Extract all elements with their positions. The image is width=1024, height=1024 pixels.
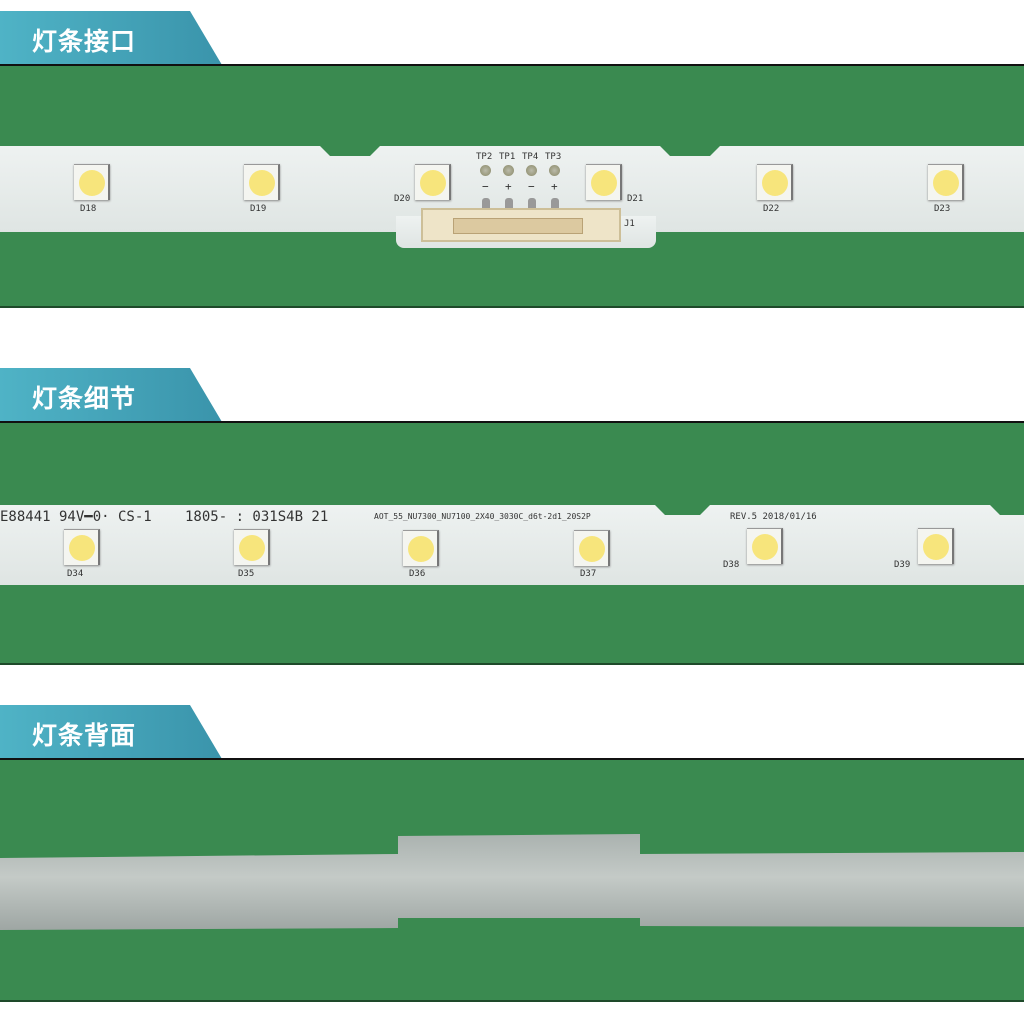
test-point-label: TP4 — [522, 152, 539, 162]
led — [928, 164, 964, 200]
led — [415, 164, 451, 200]
connector-pin — [482, 198, 490, 211]
test-point-label: TP2 — [476, 152, 493, 162]
polarity-mark: + — [505, 180, 512, 193]
test-pad — [480, 165, 491, 176]
led-label: D39 — [894, 560, 911, 570]
led-label: D18 — [80, 204, 97, 214]
connector-pin — [528, 198, 536, 211]
led — [918, 528, 954, 564]
led-label: D19 — [250, 204, 267, 214]
test-point-label: TP1 — [499, 152, 516, 162]
led-label: D37 — [580, 569, 597, 579]
polarity-mark: − — [528, 180, 535, 193]
connector-housing — [421, 208, 621, 242]
test-pad — [526, 165, 537, 176]
led — [234, 529, 270, 565]
led-label: D21 — [627, 194, 644, 204]
led-label: D22 — [763, 204, 780, 214]
led — [574, 530, 610, 566]
led — [747, 528, 783, 564]
test-point-label: TP3 — [545, 152, 562, 162]
led-label: D36 — [409, 569, 426, 579]
led — [757, 164, 793, 200]
polarity-mark: − — [482, 180, 489, 193]
section-title-interface: 灯条接口 — [0, 11, 222, 65]
polarity-mark: + — [551, 180, 558, 193]
led-label: D35 — [238, 569, 255, 579]
back-photo — [0, 758, 1024, 1002]
led — [74, 164, 110, 200]
section-title-detail: 灯条细节 — [0, 368, 222, 422]
led — [586, 164, 622, 200]
batch-code: 1805- : 031S4B 21 — [185, 509, 329, 525]
led-label: D23 — [934, 204, 951, 214]
test-pad — [503, 165, 514, 176]
revision-date: REV.5 2018/01/16 — [730, 512, 817, 522]
led — [64, 529, 100, 565]
connector-label: J1 — [624, 219, 635, 229]
interface-photo: D18 D19 D20 D21 D22 D23 TP2 TP1 TP4 TP3 … — [0, 64, 1024, 308]
detail-photo: E88441 94V━0· CS-1 1805- : 031S4B 21 AOT… — [0, 421, 1024, 665]
ul-code: E88441 94V━0· CS-1 — [0, 509, 152, 525]
led — [403, 530, 439, 566]
connector-pin — [551, 198, 559, 211]
aluminum-back-strip — [0, 834, 1024, 930]
model-code: AOT_55_NU7300_NU7100_2X40_3030C_d6t-2d1_… — [374, 512, 591, 521]
section-title-back: 灯条背面 — [0, 705, 222, 759]
led-label: D38 — [723, 560, 740, 570]
led — [244, 164, 280, 200]
connector-pin — [505, 198, 513, 211]
led-label: D34 — [67, 569, 84, 579]
led-label: D20 — [394, 194, 411, 204]
test-pad — [549, 165, 560, 176]
led-strip — [0, 505, 1024, 585]
